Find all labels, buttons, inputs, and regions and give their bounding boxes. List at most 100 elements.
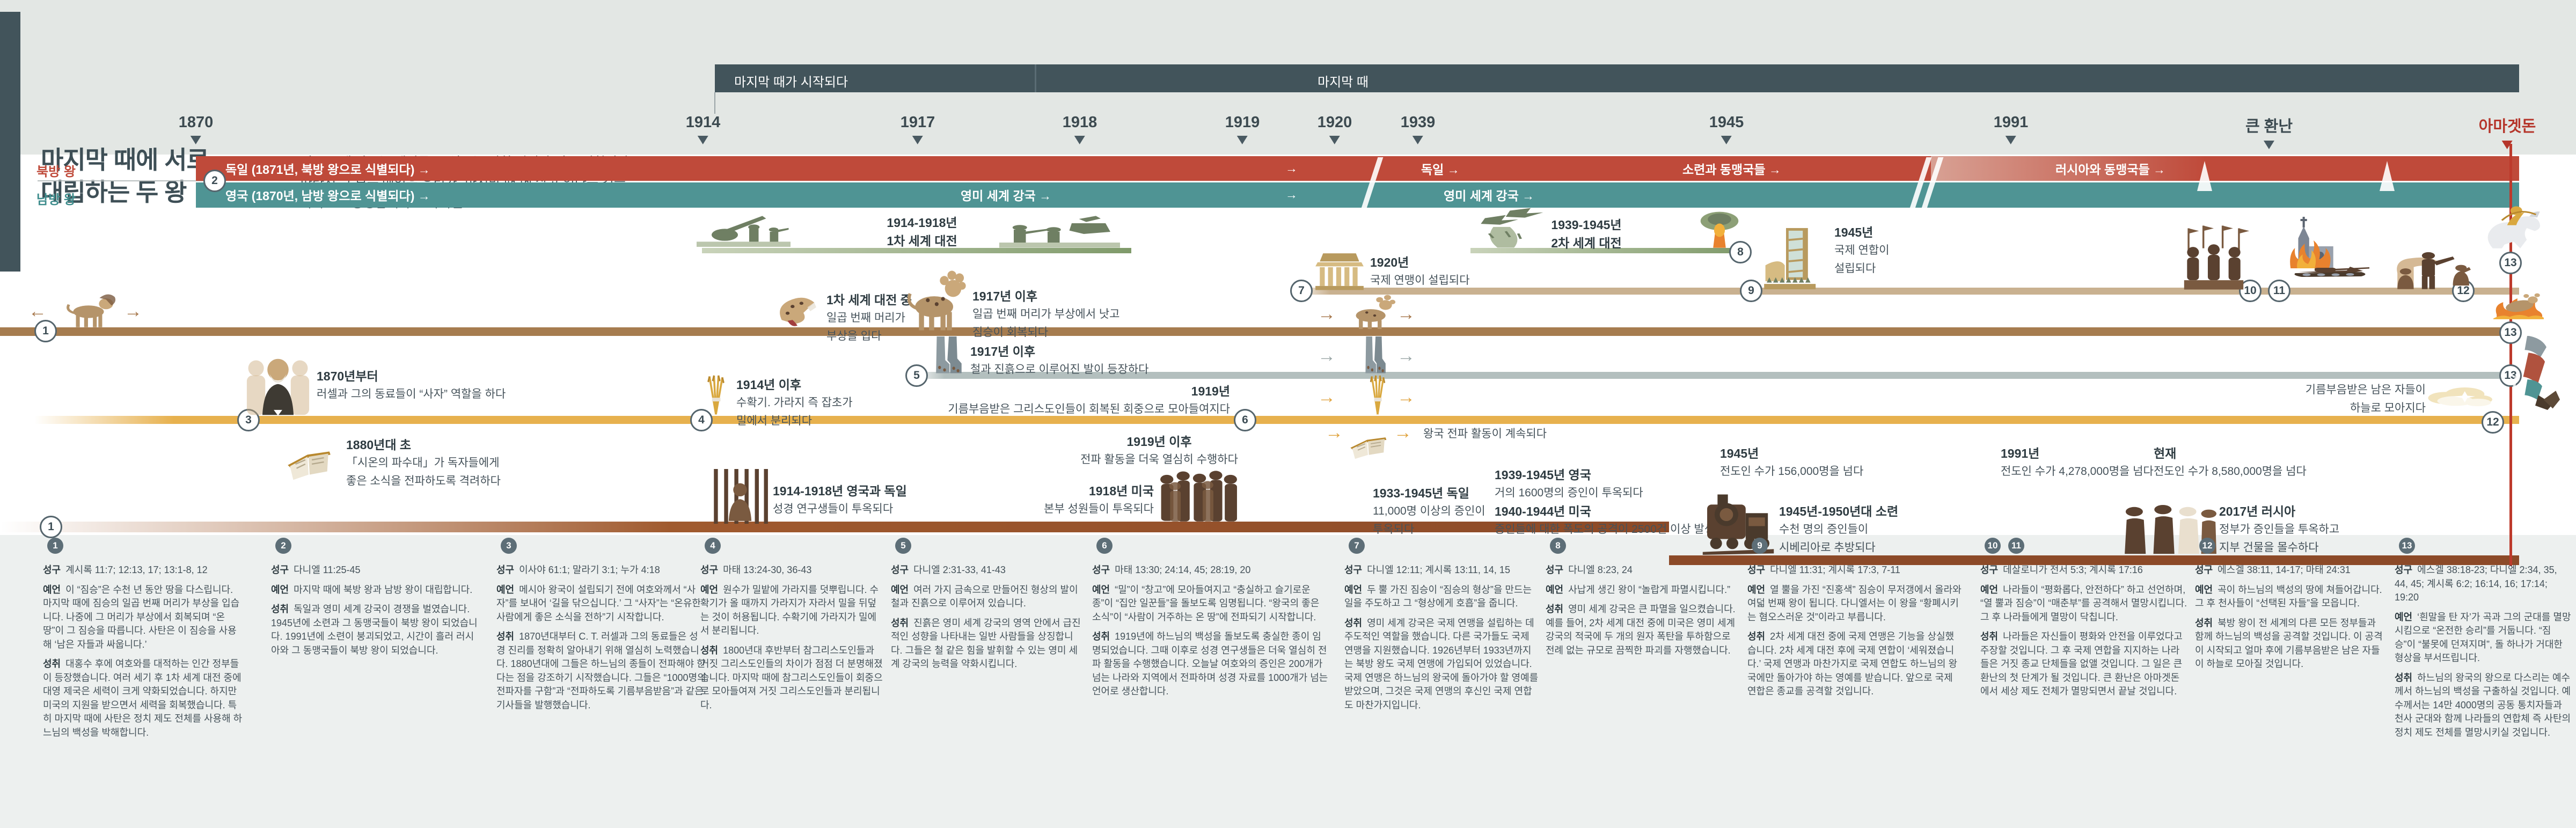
reference-entry-label: 성취 bbox=[271, 604, 294, 614]
reference-entry-label: 예언 bbox=[1344, 584, 1367, 595]
event-pub-1991-line1: 1991년 bbox=[2001, 446, 2040, 460]
year-marker-1919: 1919 bbox=[1225, 114, 1260, 144]
event-harvest-line1: 1914년 이후 bbox=[736, 378, 802, 392]
year-marker-1870: 1870 bbox=[179, 114, 213, 144]
reference-entry-성구: 성구 이사야 61:1; 말라기 3:1; 누가 4:18 bbox=[496, 565, 660, 575]
reference-entry-label: 예언 bbox=[2395, 611, 2418, 622]
reference-entry-label: 성취 bbox=[891, 617, 914, 628]
clouds-icon bbox=[2427, 380, 2492, 417]
header-band-divider bbox=[1035, 64, 1036, 92]
event-league-line2: 국제 연맹이 설립되다 bbox=[1370, 274, 1470, 287]
reference-column-9: 성구 다니엘 11:31; 계시록 17:3, 7-11 예언 열 뿔을 가진 “… bbox=[1747, 563, 1962, 705]
event-number-badge-11: 11 bbox=[2268, 280, 2290, 302]
reference-entry-성취: 성취 북방 왕이 전 세계의 다른 모든 정부들과 함께 하느님의 백성을 공격… bbox=[2195, 617, 2383, 670]
north-band-label-2: 독일 → bbox=[1421, 163, 1460, 177]
south-band-label-3: 영미 세계 강국 → bbox=[1444, 189, 1535, 203]
reference-entry-label: 성취 bbox=[1747, 631, 1770, 642]
north-king-label: 북방 왕 bbox=[36, 165, 76, 179]
paragraph-number-7: 7 bbox=[1349, 538, 1365, 554]
page-title: 마지막 때에 서로 대립하는 두 왕 bbox=[41, 144, 266, 208]
reference-entry-label: 성구 bbox=[1980, 565, 2003, 575]
beast-line bbox=[0, 327, 2519, 336]
year-label: 1939 bbox=[1400, 114, 1436, 131]
event-pub-now-line1: 현재 bbox=[2154, 446, 2177, 460]
event-number-badge-6: 6 bbox=[1234, 409, 1256, 431]
bottom-era-bar-left bbox=[0, 522, 1669, 532]
arrow-right-icon: → bbox=[1394, 422, 1412, 443]
reference-entry-예언: 예언 두 뿔 가진 짐승이 “짐승의 형상”을 만드는 일을 주도하고 그 “형… bbox=[1344, 584, 1532, 609]
north-band-label-1: → bbox=[1285, 161, 1298, 175]
event-us-1918-line2: 본부 성원들이 투옥되다 bbox=[1044, 503, 1154, 515]
reference-entry-성구: 성구 다니엘 11:25-45 bbox=[271, 565, 361, 575]
event-number-badge-12: 12 bbox=[2482, 411, 2504, 434]
reference-entry-label: 예언 bbox=[43, 584, 66, 595]
reference-entry-label: 성구 bbox=[700, 565, 723, 575]
event-number-badge-1: 1 bbox=[40, 516, 62, 538]
attack-icon bbox=[2389, 247, 2471, 291]
year-marker-아마겟돈: 아마겟돈 bbox=[2479, 114, 2536, 149]
paragraph-number-6: 6 bbox=[1096, 538, 1113, 554]
south-king-label: 남방 왕 bbox=[36, 193, 76, 207]
event-de-3345-line3: 투옥되다 bbox=[1373, 523, 1415, 536]
reference-entry-예언: 예언 열 뿔을 가진 “진홍색” 짐승이 무저갱에서 올라와 여덟 번째 왕이 … bbox=[1747, 584, 1962, 622]
event-number-badge-13: 13 bbox=[2499, 252, 2522, 274]
mushroom-icon bbox=[1697, 209, 1742, 251]
paragraph-number-3: 3 bbox=[501, 538, 517, 554]
event-number-badge-13: 13 bbox=[2499, 364, 2522, 387]
reference-entry-예언: 예언 사납게 생긴 왕이 “놀랍게 파멸시킵니다.” bbox=[1546, 584, 1731, 595]
event-ww2-line1: 1939-1945년 bbox=[1551, 218, 1622, 232]
year-label: 아마겟돈 bbox=[2478, 118, 2536, 135]
paragraph-number-4: 4 bbox=[705, 538, 721, 554]
reference-entry-label: 성구 bbox=[2195, 565, 2218, 575]
year-marker-1918: 1918 bbox=[1063, 114, 1097, 144]
reference-entry-성구: 성구 다니엘 11:31; 계시록 17:3, 7-11 bbox=[1747, 565, 1900, 575]
event-number-badge-2: 2 bbox=[203, 170, 226, 192]
year-marker-1991: 1991 bbox=[1994, 114, 2028, 144]
south-band-label-1: 영미 세계 강국 → bbox=[961, 189, 1052, 203]
reference-entry-성취: 성취 1870년대부터 C. T. 러셀과 그의 동료들은 성경 진리를 정확히… bbox=[496, 631, 706, 710]
paragraph-number-13: 13 bbox=[2399, 538, 2415, 554]
reference-entry-성취: 성취 2차 세계 대전 중에 국제 연맹은 기능을 상실했습니다. 2차 세계 … bbox=[1747, 631, 1958, 697]
reference-entry-예언: 예언 여러 가지 금속으로 만들어진 형상의 발이 철과 진흙으로 이루어져 있… bbox=[891, 584, 1078, 609]
reference-entry-label: 예언 bbox=[700, 584, 723, 595]
reference-entry-성취: 성취 영미 세계 강국은 큰 파멸을 일으켰습니다. 예를 들어, 2차 세계 … bbox=[1546, 604, 1736, 656]
reference-entry-성취: 성취 1800년대 후반부터 참그리스도인들과 거짓 그리스도인들의 차이가 점… bbox=[700, 644, 883, 710]
reference-entry-성구: 성구 마태 13:24-30, 36-43 bbox=[700, 565, 812, 575]
reference-entry-label: 성구 bbox=[1092, 565, 1115, 575]
page-title-line1: 마지막 때에 서로 bbox=[41, 146, 209, 174]
band-up-arrow-icon bbox=[2380, 161, 2395, 191]
headwound-icon bbox=[773, 291, 822, 331]
wheat-icon bbox=[700, 372, 732, 418]
reference-entry-성취: 성취 하느님의 왕국의 왕으로 다스리는 예수께서 하느님의 백성을 구출하실 … bbox=[2395, 672, 2571, 738]
event-ru-2017-line3: 지부 건물을 몰수하다 bbox=[2219, 541, 2319, 554]
reference-entry-성취: 성취 진흙은 영미 세계 강국의 영역 안에서 급진적인 성향을 나타내는 일반… bbox=[891, 617, 1081, 670]
reference-entry-label: 성취 bbox=[1980, 631, 2003, 642]
page-title-line2: 대립하는 두 왕 bbox=[41, 178, 187, 206]
reference-entry-label: 성취 bbox=[496, 631, 519, 642]
paragraph-number-1: 1 bbox=[47, 538, 63, 554]
year-label: 1919 bbox=[1225, 114, 1260, 131]
year-triangle-icon bbox=[1074, 136, 1085, 144]
arrow-right-icon: → bbox=[124, 301, 142, 321]
event-de-3345-line2: 11,000명 이상의 증인이 bbox=[1373, 505, 1485, 517]
event-un-line2: 국제 연합이 bbox=[1834, 244, 1890, 257]
event-us-4044-line1: 1940-1944년 미국 bbox=[1495, 504, 1591, 518]
north-band-label-3: 소련과 동맹국들 → bbox=[1682, 163, 1781, 177]
event-ussr-4550-line3: 시베리아로 추방되다 bbox=[1779, 541, 1876, 554]
year-triangle-icon bbox=[2263, 141, 2274, 149]
reference-entry-예언: 예언 나라들이 “평화롭다, 안전하다” 하고 선언하며, “열 뿔과 짐승”이… bbox=[1980, 584, 2187, 622]
left-accent-bar bbox=[0, 12, 20, 272]
event-feet-appear-line2: 철과 진흙으로 이루어진 발이 등장하다 bbox=[970, 363, 1149, 376]
reference-entry-성구: 성구 마태 13:30; 24:14, 45; 28:19, 20 bbox=[1092, 565, 1251, 575]
